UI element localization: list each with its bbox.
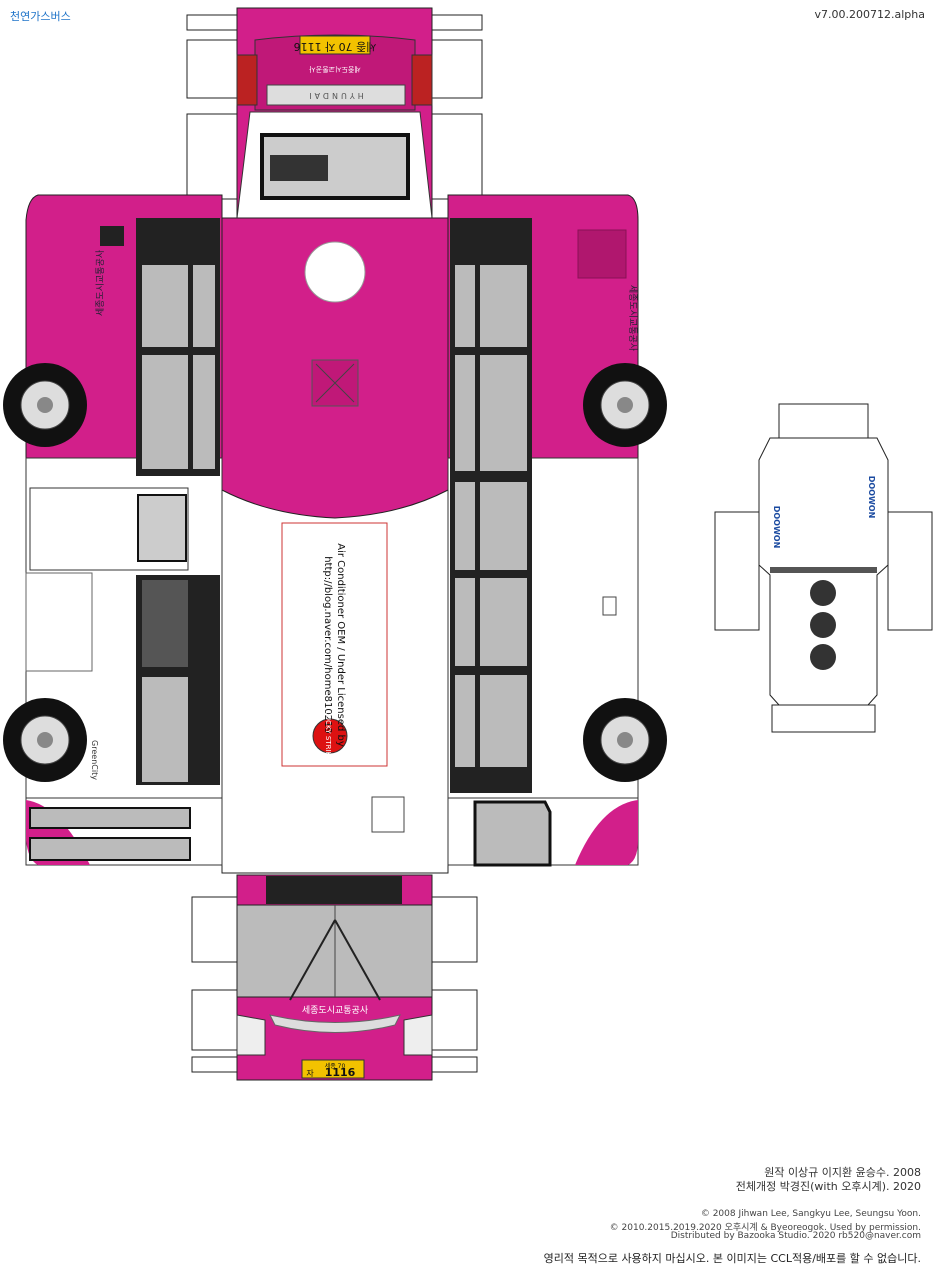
papercraft-template: 세종 70 자 1116 세종도시교통공사 HYUNDAI Air Condit… — [3, 7, 933, 1081]
page-title: 천연가스버스 — [10, 10, 71, 23]
credit-original: 원작 이상규 이지환 윤승수. 2008 — [764, 1166, 921, 1179]
front-plate-prefix: 자 — [306, 1069, 314, 1078]
right-side-panel — [447, 194, 667, 867]
front-plate-number: 1116 — [325, 1066, 356, 1079]
rear-plate: 세종 70 자 1116 — [294, 40, 377, 53]
glue-tabs — [186, 14, 483, 1073]
ac-brand-left: DOOWON — [772, 506, 781, 549]
version-label: v7.00.200712.alpha — [814, 8, 925, 21]
usage-notice: 영리적 목적으로 사용하지 마십시오. 본 이미지는 CCL적용/배포를 할 수… — [543, 1252, 921, 1265]
front-plate-top: 세종 70 — [325, 1062, 346, 1070]
roof-panel — [221, 217, 449, 905]
ac-brand-right: DOOWON — [867, 476, 876, 519]
front-operator: 세종도시교통공사 — [302, 1005, 369, 1016]
rear-operator: 세종도시교통공사 — [309, 65, 361, 74]
left-operator: 세종도시교통공사 — [95, 249, 106, 316]
distributed-by: Distributed by Bazooka Studio. 2020 rb52… — [670, 1231, 921, 1241]
ac-unit-piece — [714, 403, 933, 733]
left-model: GreenCity — [90, 740, 99, 780]
roof-logo: LUCKY STRIKE — [324, 711, 332, 760]
roof-notice-line2: http://blog.naver.com/home810219 — [322, 556, 333, 734]
rear-panel — [236, 7, 433, 219]
copyright-2: © 2010.2015.2019.2020 오후시계 & Byeoreogok.… — [609, 1223, 921, 1233]
front-panel — [236, 874, 433, 1081]
copyright-1: © 2008 Jihwan Lee, Sangkyu Lee, Seungsu … — [700, 1209, 921, 1219]
roof-notice-line1: Air Conditioner OEM / Under Licensed by — [335, 543, 346, 747]
left-side-panel — [3, 194, 223, 866]
rear-brand: HYUNDAI — [306, 91, 364, 100]
right-operator: 세종도시교통공사 — [627, 285, 638, 352]
credit-remake: 전체개정 박경진(with 오후시계). 2020 — [735, 1180, 921, 1193]
